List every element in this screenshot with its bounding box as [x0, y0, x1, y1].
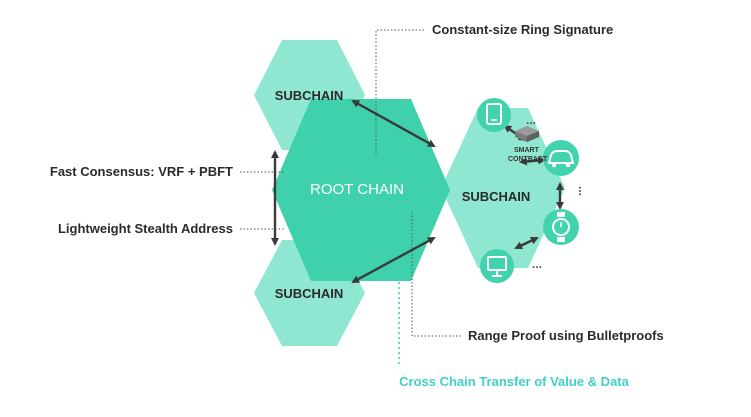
subchain-top-label: SUBCHAIN [275, 88, 344, 103]
range-proof-leader [411, 212, 462, 337]
monitor-icon [480, 249, 514, 283]
fast-consensus-label: Fast Consensus: VRF + PBFT [50, 164, 233, 179]
arrow-bottom-link [351, 236, 436, 284]
tablet-icon [477, 98, 511, 132]
car-icon [543, 140, 579, 176]
cross-chain-label: Cross Chain Transfer of Value & Data [399, 374, 630, 389]
ellipsis-top: ... [526, 113, 536, 127]
server-icon [515, 126, 539, 142]
arrow-contract-car [519, 156, 546, 166]
range-proof-label: Range Proof using Bulletproofs [468, 328, 664, 343]
stealth-address-label: Lightweight Stealth Address [58, 221, 233, 236]
ellipsis-right: ... [576, 186, 590, 196]
subchain-right-hexagon [441, 108, 565, 268]
root-chain-label: ROOT CHAIN [310, 181, 404, 198]
ellipsis-bottom: ... [532, 257, 542, 271]
subchain-right-label: SUBCHAIN [462, 189, 531, 204]
ring-signature-label: Constant-size Ring Signature [432, 22, 613, 37]
watch-icon [543, 209, 579, 245]
subchain-bottom-label: SUBCHAIN [275, 286, 344, 301]
smart-contract-label-line2: CONTRACT [508, 156, 548, 163]
arrow-monitor-watch [514, 236, 539, 250]
smart-contract-label-line1: SMART [514, 147, 540, 154]
arrow-top-link [351, 99, 436, 148]
